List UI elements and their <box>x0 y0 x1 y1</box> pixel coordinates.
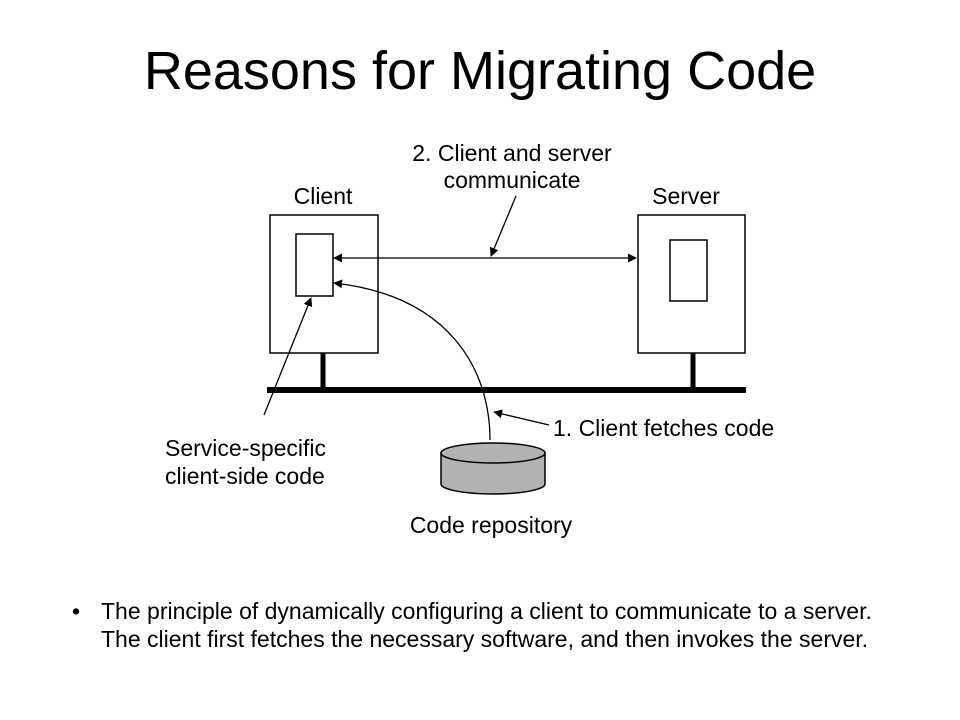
fetch-pointer-arrow <box>493 409 550 426</box>
client-code-label-line1: Service-specific <box>165 435 326 461</box>
bullet-text: The principle of dynamically configuring… <box>101 598 872 652</box>
communicate-pointer-arrow <box>489 195 517 257</box>
code-migration-diagram: Client Server 2. Client and server commu… <box>165 140 774 538</box>
communicate-label-line2: communicate <box>444 167 581 193</box>
server-label: Server <box>652 183 720 209</box>
client-code-box <box>295 233 334 297</box>
communicate-label-line1: 2. Client and server <box>412 140 612 166</box>
slide-title: Reasons for Migrating Code <box>143 41 817 101</box>
bullet-marker: • <box>72 598 81 624</box>
client-label: Client <box>294 183 353 209</box>
client-code-label-line2: client-side code <box>165 463 325 489</box>
bullet-list: • The principle of dynamically configuri… <box>72 598 902 653</box>
server-code-box <box>669 239 708 302</box>
bullet-item: • The principle of dynamically configuri… <box>72 598 902 653</box>
client-code-pointer-arrow <box>263 297 313 416</box>
fetch-code-arrow <box>333 279 491 441</box>
code-repository-cylinder <box>440 442 546 495</box>
fetch-label: 1. Client fetches code <box>553 415 774 441</box>
code-repository-label: Code repository <box>410 512 573 538</box>
